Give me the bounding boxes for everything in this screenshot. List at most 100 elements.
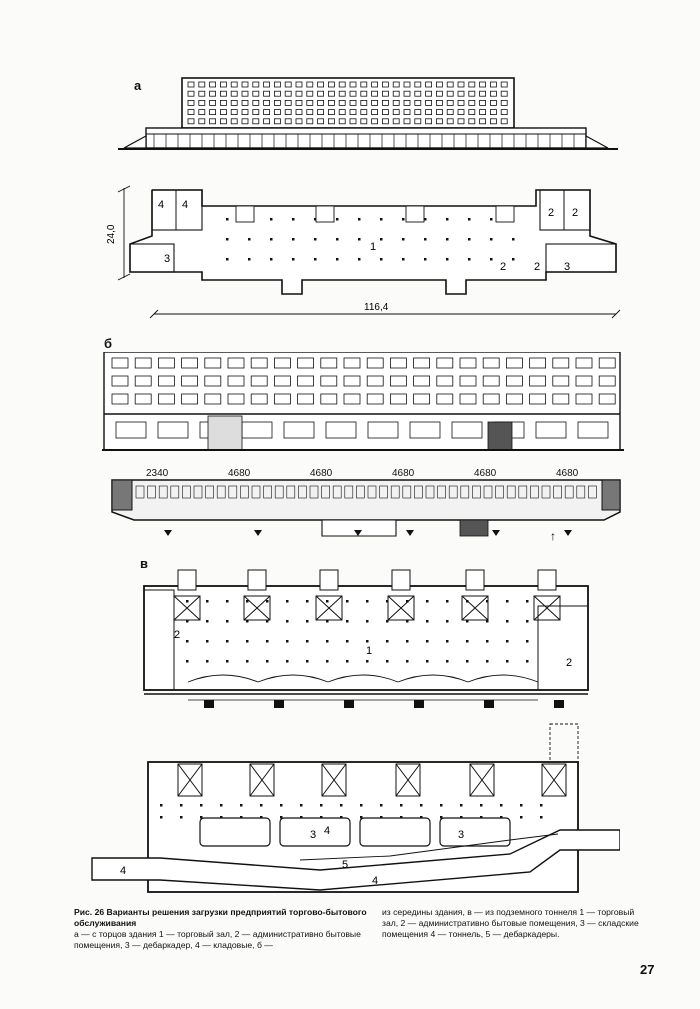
- facade-window: [230, 81, 238, 88]
- facade-window: [241, 90, 249, 97]
- facade-window: [457, 118, 465, 125]
- plan-cell: [367, 485, 377, 499]
- facade-window: [403, 81, 411, 88]
- facade-window: [158, 393, 175, 405]
- facade-window: [381, 118, 389, 125]
- column: [260, 816, 263, 819]
- facade-window: [263, 90, 271, 97]
- facade-window: [500, 81, 508, 88]
- facade-window: [413, 393, 431, 405]
- dock-arc: [467, 674, 539, 683]
- column: [336, 258, 339, 261]
- column: [266, 620, 269, 623]
- column: [314, 258, 317, 261]
- facade-window: [598, 357, 616, 369]
- column: [526, 660, 529, 663]
- plan-cell: [506, 485, 516, 499]
- core-cross: [387, 595, 415, 621]
- column: [320, 816, 323, 819]
- facade-window: [209, 81, 216, 88]
- column: [286, 660, 289, 663]
- dim-height-label: 24,0: [106, 224, 117, 244]
- facade-window: [468, 109, 476, 115]
- core-cross: [249, 763, 275, 797]
- facade-window: [230, 99, 238, 106]
- facade-window: [446, 99, 454, 106]
- facade-window: [414, 90, 422, 97]
- plan-cell: [170, 485, 180, 499]
- column: [346, 660, 349, 663]
- facade-window: [220, 99, 227, 106]
- column: [358, 238, 361, 241]
- facade-window: [414, 118, 422, 125]
- column: [180, 816, 183, 819]
- stair-core: [391, 569, 411, 591]
- plan-cell: [530, 485, 539, 499]
- facade-window: [187, 99, 195, 106]
- core-cross: [461, 595, 489, 621]
- facade-window: [198, 90, 206, 97]
- column: [406, 660, 409, 663]
- facade-window: [500, 99, 508, 106]
- section-b-letter: б: [104, 336, 113, 351]
- plan-cell: [518, 485, 528, 499]
- plan-cell: [576, 485, 586, 499]
- facade-window: [317, 118, 325, 125]
- column: [186, 620, 189, 623]
- column: [466, 660, 469, 663]
- column: [306, 620, 309, 623]
- plan-cell: [425, 485, 435, 499]
- column: [300, 804, 303, 807]
- plan-a-label-2b: 2: [572, 207, 578, 219]
- facade-window: [552, 393, 570, 405]
- column: [280, 804, 283, 807]
- facade-window: [446, 81, 454, 88]
- facade-window: [338, 81, 346, 88]
- facade-window: [220, 90, 227, 97]
- facade-window: [198, 118, 206, 125]
- facade-window: [366, 393, 384, 405]
- facade-window: [457, 81, 465, 88]
- facade-window: [306, 81, 314, 88]
- facade-window: [204, 357, 222, 369]
- facade-window: [209, 99, 216, 106]
- storage-bay: [359, 817, 431, 847]
- core-bay: [235, 205, 255, 223]
- column: [226, 218, 229, 221]
- column: [326, 660, 329, 663]
- plan-a-label-3-right: 3: [564, 261, 570, 273]
- column: [240, 804, 243, 807]
- shop-window: [157, 421, 189, 439]
- facade-window: [338, 90, 346, 97]
- column: [346, 620, 349, 623]
- facade-window: [468, 118, 476, 125]
- span-dimension-label: 4680: [228, 468, 251, 479]
- column: [326, 620, 329, 623]
- facade-window: [204, 393, 222, 405]
- facade-window: [273, 118, 281, 125]
- column: [386, 640, 389, 643]
- column: [446, 640, 449, 643]
- column: [346, 600, 349, 603]
- facade-window: [187, 81, 195, 88]
- column: [400, 804, 403, 807]
- dock-stub: [204, 700, 214, 708]
- facade-window: [263, 118, 271, 125]
- facade-window: [366, 375, 384, 387]
- facade-window: [468, 99, 476, 106]
- plan-cell: [193, 485, 203, 499]
- column: [270, 218, 273, 221]
- column: [186, 600, 189, 603]
- plan-cell: [158, 485, 168, 499]
- tunnel-label-4-top: 4: [324, 825, 330, 837]
- plan-a-label-4b: 4: [182, 199, 188, 211]
- truck-marker-icon: [492, 530, 500, 536]
- facade-window: [198, 99, 206, 106]
- column: [480, 816, 483, 819]
- facade-window: [360, 118, 368, 125]
- section-a-letter: а: [134, 78, 142, 93]
- facade-window: [349, 118, 357, 125]
- column: [292, 238, 295, 241]
- facade-window: [338, 109, 346, 115]
- facade-window: [327, 118, 335, 125]
